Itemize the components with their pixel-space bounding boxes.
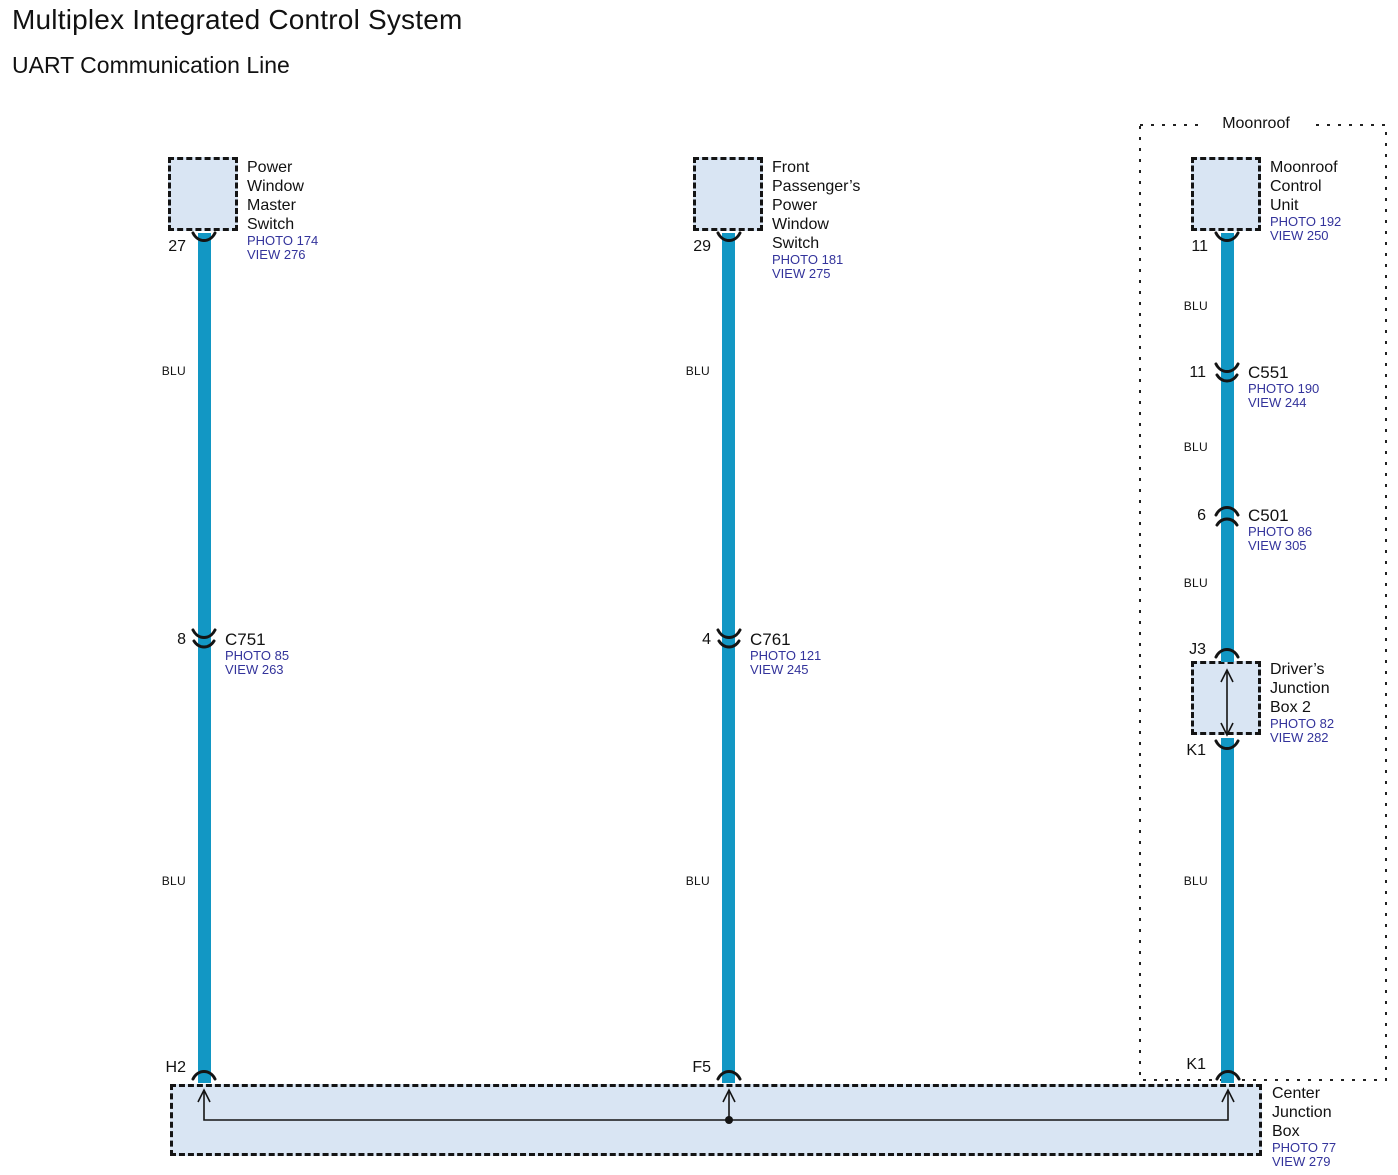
terminal-icon <box>1214 648 1240 659</box>
pin-label: 4 <box>702 631 711 648</box>
connector-label-c761: C761 <box>750 630 791 649</box>
drivers-junction-box-2-box <box>1191 661 1261 735</box>
photo-link[interactable]: PHOTO 82 <box>1270 716 1335 731</box>
page-title: Multiplex Integrated Control System <box>12 4 463 35</box>
component-label-center-junction-box: Center Junction Box <box>1272 1085 1332 1140</box>
terminal-icon <box>191 1070 217 1081</box>
wire-color-label: BLU <box>1183 874 1208 888</box>
photo-link[interactable]: PHOTO 174 <box>247 233 319 248</box>
component-label-front-passenger-power-window-switch: Front Passenger’s Power Window Switch <box>772 159 861 252</box>
view-link[interactable]: VIEW 305 <box>1248 538 1307 553</box>
connector-c551-icon <box>1214 362 1240 383</box>
photo-link[interactable]: PHOTO 181 <box>772 252 844 267</box>
pin-label: 6 <box>1197 507 1206 524</box>
page-subtitle: UART Communication Line <box>12 52 290 78</box>
wire-blu-right-upper <box>1221 233 1234 662</box>
moonroof-group-boundary <box>1139 124 1387 1081</box>
pin-label: F5 <box>692 1059 711 1076</box>
terminal-icon <box>191 231 217 242</box>
pin-label: 11 <box>1191 238 1208 255</box>
view-link[interactable]: VIEW 244 <box>1248 395 1307 410</box>
photo-link[interactable]: PHOTO 190 <box>1248 381 1320 396</box>
terminal-icon <box>716 1070 742 1081</box>
center-junction-box-box <box>170 1084 1262 1156</box>
component-label-moonroof-control-unit: Moonroof Control Unit <box>1270 159 1338 214</box>
view-link[interactable]: VIEW 279 <box>1272 1154 1331 1169</box>
pin-label: H2 <box>165 1059 186 1076</box>
front-passenger-power-window-switch-box <box>693 157 763 231</box>
view-link[interactable]: VIEW 276 <box>247 247 306 262</box>
photo-link[interactable]: PHOTO 86 <box>1248 524 1313 539</box>
view-link[interactable]: VIEW 250 <box>1270 228 1329 243</box>
wire-color-label: BLU <box>1183 440 1208 454</box>
photo-link[interactable]: PHOTO 192 <box>1270 214 1342 229</box>
component-label-drivers-junction-box-2: Driver’s Junction Box 2 <box>1270 661 1330 716</box>
connector-c501-icon <box>1214 506 1240 527</box>
connector-label-c501: C501 <box>1248 506 1289 525</box>
wire-blu-right-lower <box>1221 738 1234 1083</box>
pin-label: 29 <box>693 238 711 255</box>
connector-c751-icon <box>191 628 217 649</box>
wire-blu-middle <box>722 233 735 1083</box>
wire-blu-left <box>198 233 211 1083</box>
connector-label-c551: C551 <box>1248 363 1289 382</box>
terminal-icon <box>716 231 742 242</box>
moonroof-group-label: Moonroof <box>1202 115 1310 133</box>
power-window-master-switch-box <box>168 157 238 231</box>
wire-color-label: BLU <box>161 364 186 378</box>
photo-link[interactable]: PHOTO 77 <box>1272 1140 1337 1155</box>
view-link[interactable]: VIEW 282 <box>1270 730 1329 745</box>
moonroof-control-unit-box <box>1191 157 1261 231</box>
terminal-icon <box>1214 739 1240 750</box>
wire-color-label: BLU <box>685 874 710 888</box>
wire-color-label: BLU <box>1183 299 1208 313</box>
pin-label: K1 <box>1186 1056 1206 1073</box>
pin-label: 27 <box>168 238 186 255</box>
photo-link[interactable]: PHOTO 85 <box>225 648 290 663</box>
pin-label: J3 <box>1189 641 1206 658</box>
view-link[interactable]: VIEW 275 <box>772 266 831 281</box>
view-link[interactable]: VIEW 245 <box>750 662 809 677</box>
pin-label: K1 <box>1186 742 1206 759</box>
connector-label-c751: C751 <box>225 630 266 649</box>
connector-c761-icon <box>716 628 742 649</box>
photo-link[interactable]: PHOTO 121 <box>750 648 822 663</box>
view-link[interactable]: VIEW 263 <box>225 662 284 677</box>
wire-color-label: BLU <box>685 364 710 378</box>
wire-color-label: BLU <box>161 874 186 888</box>
component-label-power-window-master-switch: Power Window Master Switch <box>247 159 304 233</box>
pin-label: 11 <box>1189 364 1206 381</box>
terminal-icon <box>1215 1070 1241 1081</box>
wire-color-label: BLU <box>1183 576 1208 590</box>
pin-label: 8 <box>177 631 186 648</box>
terminal-icon <box>1214 231 1240 242</box>
